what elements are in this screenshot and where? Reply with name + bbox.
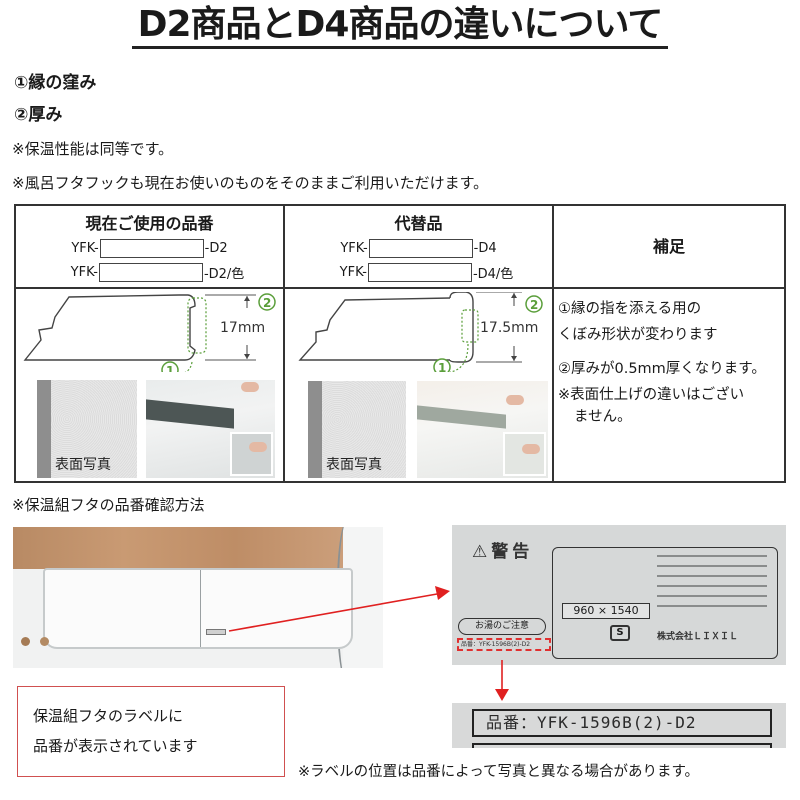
cross-section-diagram-d4: 17.5mm 2 1 <box>298 292 543 372</box>
comparison-table: 現在ご使用の品番 YFK- -D2 YFK- -D2/色 代替品 YFK- -D… <box>14 204 786 483</box>
header-divider <box>16 287 784 289</box>
thickness-label-d2: 17mm <box>220 320 265 336</box>
code-row-d4: YFK- -D4 <box>285 238 552 258</box>
callout-box: 保温組フタのラベルに 品番が表示されています <box>17 686 285 777</box>
header-replacement-product: 代替品 YFK- -D4 YFK- -D4/色 <box>285 206 552 287</box>
arrow-head-icon <box>435 586 450 600</box>
surface-photo-d2: 表面写真 <box>37 380 137 478</box>
thickness-label-d4: 17.5mm <box>480 320 538 336</box>
label-location-marker <box>206 629 226 635</box>
lid-edge-photo-d2 <box>146 380 275 478</box>
label-caution-text: お湯のご注意 <box>458 618 546 635</box>
code-row-d2-color: YFK- -D2/色 <box>16 262 283 282</box>
arrow-head-icon <box>495 689 509 701</box>
product-number-closeup: 品番：YFK-1596B(2)-D2 <box>452 703 786 748</box>
label-size-text: 960 × 1540 <box>562 603 650 619</box>
supplement-line-1: ①縁の指を添える用の <box>558 301 702 317</box>
code-prefix: YFK- <box>70 264 98 280</box>
surface-photo-caption: 表面写真 <box>326 457 382 473</box>
label-logo-icon: S <box>610 625 630 641</box>
callout-line-1: 保温組フタのラベルに <box>33 707 184 725</box>
cross-section-diagram-d2: 17mm 2 1 <box>23 293 276 372</box>
label-product-number-highlight: 品番：YFK-1596B(2)-D2 <box>457 638 551 651</box>
code-suffix: -D2 <box>204 240 228 256</box>
header-replacement-title: 代替品 <box>394 214 443 233</box>
warning-text: ⚠警告 <box>472 542 534 562</box>
how-to-check-heading: ※保温組フタの品番確認方法 <box>12 496 205 514</box>
marker-1-icon: 1 <box>438 361 446 372</box>
header-supplement-title: 補足 <box>652 237 685 256</box>
marker-1-icon: 1 <box>166 364 174 372</box>
callout-line-2: 品番が表示されています <box>33 737 198 755</box>
code-row-d2: YFK- -D2 <box>16 238 283 258</box>
code-prefix: YFK- <box>340 240 368 256</box>
header-current-product: 現在ご使用の品番 YFK- -D2 YFK- -D2/色 <box>16 206 283 287</box>
page-title-wrap: D2商品とD4商品の違いについて <box>0 6 800 49</box>
surface-photo-d4: 表面写真 <box>308 381 406 478</box>
product-code-field <box>368 238 473 258</box>
code-suffix: -D2/色 <box>203 266 245 282</box>
page-title: D2商品とD4商品の違いについて <box>131 6 669 49</box>
surface-photo-caption: 表面写真 <box>55 457 111 473</box>
lid-edge-photo-d4 <box>417 381 548 478</box>
header-supplement: 補足 <box>554 206 784 287</box>
code-suffix: -D4 <box>473 240 497 256</box>
code-suffix: -D4/色 <box>472 266 514 282</box>
label-position-footnote: ※ラベルの位置は品番によって写真と異なる場合があります。 <box>298 764 700 780</box>
code-prefix: YFK- <box>339 264 367 280</box>
supplement-line-5: ません。 <box>574 409 632 425</box>
product-label-photo: ⚠警告 960 × 1540 お湯のご注意 品番：YFK-1596B(2)-D2… <box>452 525 786 665</box>
difference-point-2: ②厚み <box>14 105 63 125</box>
marker-2-icon: 2 <box>263 296 271 310</box>
supplement-line-2: くぼみ形状が変わります <box>558 327 718 343</box>
code-prefix: YFK- <box>71 240 99 256</box>
difference-point-1: ①縁の窪み <box>14 73 97 93</box>
note-hook: ※風呂フタフックも現在お使いのものをそのままご利用いただけます。 <box>12 174 489 192</box>
label-company: 株式会社ＬＩＸＩＬ <box>657 632 739 642</box>
supplement-line-4: ※表面仕上げの違いはござい <box>558 387 745 403</box>
bathtub-lid-photo <box>13 527 383 668</box>
header-current-title: 現在ご使用の品番 <box>85 214 214 233</box>
column-divider <box>552 206 554 481</box>
code-row-d4-color: YFK- -D4/色 <box>285 262 552 282</box>
product-code-field <box>99 238 204 258</box>
supplement-line-3: ②厚みが0.5mm厚くなります。 <box>558 361 766 377</box>
product-code-field <box>367 262 472 282</box>
product-code-field <box>98 262 203 282</box>
closeup-product-number: 品番：YFK-1596B(2)-D2 <box>472 709 772 737</box>
note-insulation: ※保温性能は同等です。 <box>12 140 174 158</box>
marker-2-icon: 2 <box>530 298 538 312</box>
column-divider <box>283 206 285 481</box>
